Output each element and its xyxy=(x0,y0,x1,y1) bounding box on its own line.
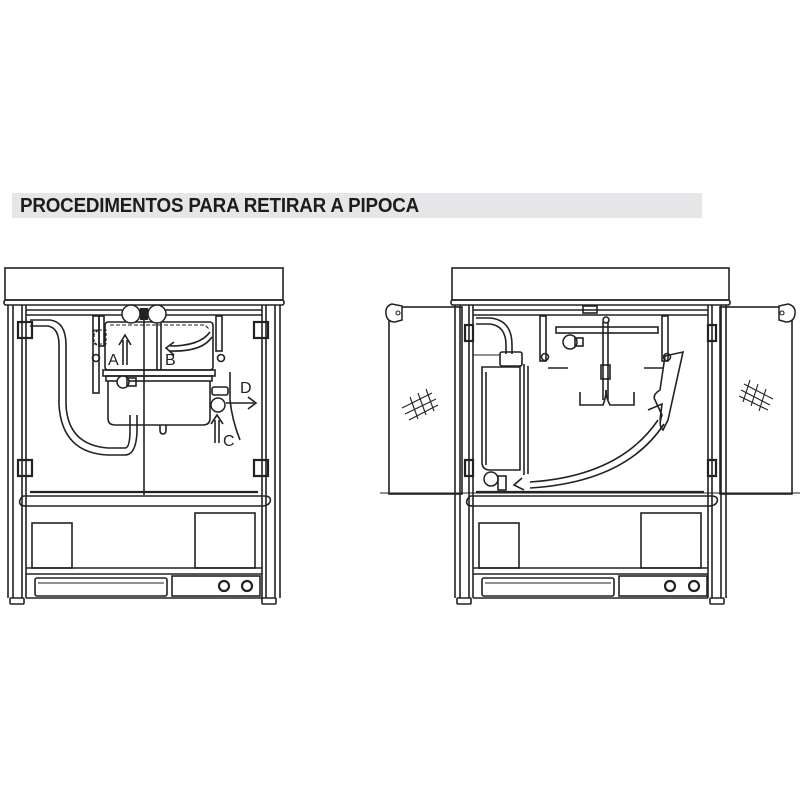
machine-top-cap xyxy=(4,267,284,301)
lid-knob xyxy=(121,304,141,324)
hinge-icon xyxy=(16,320,270,478)
control-switch xyxy=(217,579,231,593)
tilt-lever xyxy=(653,350,685,432)
foot xyxy=(9,597,25,605)
lid-knob xyxy=(562,334,578,350)
control-switch xyxy=(663,579,677,593)
lid-knob xyxy=(147,304,167,324)
storage-box-right xyxy=(194,512,256,569)
tilt-handle xyxy=(210,372,241,441)
arrow-a-up-icon xyxy=(118,333,132,365)
top-latch xyxy=(582,305,598,314)
arrow-b-curved-icon xyxy=(164,331,213,356)
machine-top-rim xyxy=(450,299,731,306)
control-panel xyxy=(171,575,261,597)
arrow-c-up-icon xyxy=(210,413,224,443)
glass-hatch-icon xyxy=(401,388,439,421)
foot xyxy=(709,597,725,605)
title-bar: PROCEDIMENTOS PARA RETIRAR A PIPOCA xyxy=(12,193,702,218)
waste-drawer xyxy=(481,577,615,597)
heating-cable xyxy=(30,319,131,449)
arrow-tilt-curved-icon xyxy=(512,402,665,491)
label-d: D xyxy=(240,380,252,397)
control-switch xyxy=(240,579,254,593)
waste-drawer xyxy=(34,577,168,597)
machine-doors-open xyxy=(380,267,800,605)
page-title: PROCEDIMENTOS PARA RETIRAR A PIPOCA xyxy=(20,195,420,217)
kettle-tilted xyxy=(481,351,529,491)
right-post xyxy=(707,305,727,598)
open-door-right xyxy=(719,303,796,495)
kettle-lid-bar xyxy=(555,326,659,334)
storage-box-left xyxy=(31,522,73,569)
left-post xyxy=(454,305,474,598)
control-panel xyxy=(618,575,708,597)
agitator xyxy=(579,316,635,406)
left-post xyxy=(7,305,27,598)
storage-box-right xyxy=(640,512,702,569)
machine-top-cap xyxy=(451,267,730,301)
storage-box-left xyxy=(478,522,520,569)
right-post xyxy=(261,305,281,598)
glass-hatch-icon xyxy=(738,379,774,412)
foot xyxy=(261,597,277,605)
kettle xyxy=(102,369,216,435)
hinge-icon xyxy=(463,323,718,478)
label-b: B xyxy=(165,352,176,369)
heating-cable xyxy=(476,317,513,354)
label-a: A xyxy=(108,352,119,369)
machine-doors-closed: A B D xyxy=(3,267,285,605)
label-c: C xyxy=(223,433,235,450)
foot xyxy=(456,597,472,605)
machine-top-rim xyxy=(3,299,285,306)
arrow-d-right-icon xyxy=(226,396,258,410)
open-door-left xyxy=(385,303,463,495)
control-switch xyxy=(687,579,701,593)
